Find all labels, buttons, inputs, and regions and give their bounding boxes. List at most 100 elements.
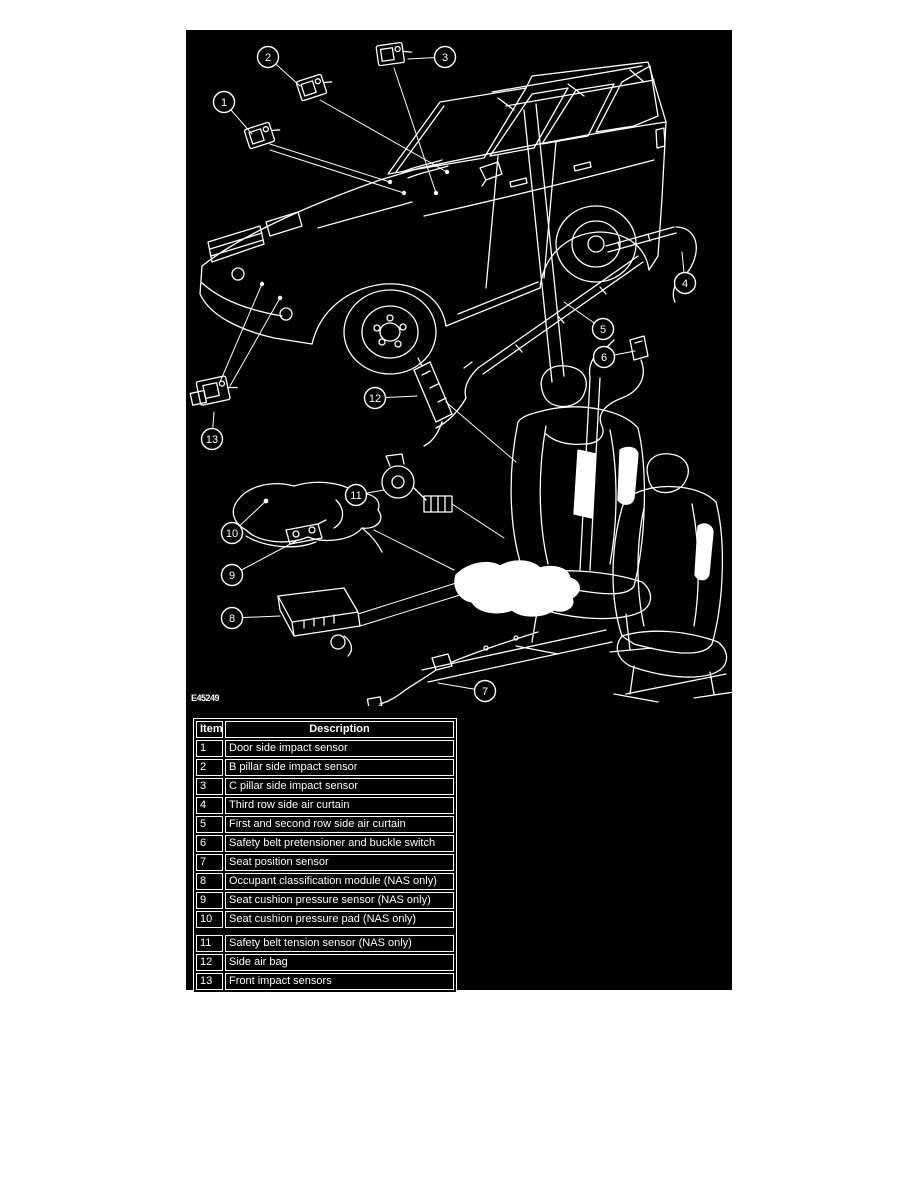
- callout-number: 2: [265, 52, 271, 64]
- callout-5: 5: [563, 301, 615, 341]
- vehicle-drawing: [199, 61, 667, 375]
- item-cell: 6: [196, 835, 223, 852]
- description-cell: Side air bag: [225, 954, 454, 971]
- callout-number: 1: [221, 97, 227, 109]
- item-cell: 4: [196, 797, 223, 814]
- description-cell: Front impact sensors: [225, 973, 454, 990]
- callout-6: 6: [592, 345, 636, 369]
- callout-11: 11: [344, 483, 385, 507]
- callout-balloon: [473, 679, 497, 703]
- c-pillar-side-impact-sensor-part: [375, 41, 412, 67]
- item-cell: 7: [196, 854, 223, 871]
- callout-4: 4: [673, 251, 697, 295]
- item-cell: 2: [196, 759, 223, 776]
- callout-9: 9: [220, 539, 299, 587]
- legend-header-row: Item Description: [196, 721, 454, 738]
- description-cell: Occupant classification module (NAS only…: [225, 873, 454, 890]
- description-cell: Safety belt tension sensor (NAS only): [225, 935, 454, 952]
- callout-balloon: [591, 317, 615, 341]
- item-cell: 5: [196, 816, 223, 833]
- callout-12: 12: [363, 386, 418, 410]
- callout-balloon: [256, 45, 280, 69]
- description-cell: Door side impact sensor: [225, 740, 454, 757]
- callout-number: 8: [229, 613, 235, 625]
- item-cell: 1: [196, 740, 223, 757]
- item-cell: 11: [196, 935, 223, 952]
- belt-tension-sensor-part: [381, 453, 453, 513]
- side-airbag-part: [413, 357, 453, 447]
- callout-3: 3: [407, 45, 457, 69]
- item-cell: 3: [196, 778, 223, 795]
- seat-cushion-pressure-pad-part: [232, 481, 383, 553]
- callout-number: 4: [682, 278, 688, 290]
- description-cell: Third row side air curtain: [225, 797, 454, 814]
- description-header-cell: Description: [225, 721, 454, 738]
- callout-number: 13: [206, 434, 218, 446]
- callout-balloon: [200, 427, 224, 451]
- description-cell: Seat cushion pressure sensor (NAS only): [225, 892, 454, 909]
- item-cell: 10: [196, 911, 223, 928]
- callout-number: 3: [442, 52, 448, 64]
- sensor-location-lines: [219, 67, 450, 387]
- b-pillar-side-impact-sensor-part: [295, 73, 333, 102]
- callout-number: 9: [229, 570, 235, 582]
- callout-number: 7: [482, 686, 488, 698]
- callout-leader-line: [231, 539, 299, 576]
- door-side-impact-sensor-part: [243, 121, 281, 150]
- description-cell: C pillar side impact sensor: [225, 778, 454, 795]
- front-impact-sensors-part: [189, 375, 238, 406]
- occupant-classification-module-part: [277, 587, 361, 657]
- description-cell: Seat position sensor: [225, 854, 454, 871]
- description-cell: Safety belt pretensioner and buckle swit…: [225, 835, 454, 852]
- seats-drawing: [357, 339, 732, 703]
- item-cell: 9: [196, 892, 223, 909]
- callout-13: 13: [200, 411, 224, 451]
- callout-balloon: [673, 271, 697, 295]
- first-second-row-air-curtain-part: [435, 103, 644, 429]
- item-cell: 13: [196, 973, 223, 990]
- item-cell: 8: [196, 873, 223, 890]
- figure-code: E45249: [191, 693, 220, 703]
- callout-balloon: [344, 483, 368, 507]
- callout-balloon: [220, 563, 244, 587]
- callout-balloon: [212, 90, 236, 114]
- callout-2: 2: [256, 45, 301, 87]
- item-header-cell: Item: [196, 721, 223, 738]
- seat-position-sensor-part: [366, 631, 539, 706]
- callout-number: 6: [601, 352, 607, 364]
- callout-number: 11: [350, 490, 361, 502]
- callout-number: 10: [226, 528, 238, 540]
- seat-cushion-pressure-sensor-part: [285, 519, 327, 545]
- callout-balloon: [363, 386, 387, 410]
- callout-balloon: [592, 345, 616, 369]
- description-cell: First and second row side air curtain: [225, 816, 454, 833]
- description-cell: B pillar side impact sensor: [225, 759, 454, 776]
- callout-number: 5: [600, 324, 606, 336]
- callout-10: 10: [220, 500, 267, 545]
- callout-number: 12: [369, 393, 381, 405]
- item-cell: 12: [196, 954, 223, 971]
- belt-pretensioner-buckle-part: [545, 335, 649, 446]
- callout-balloon: [220, 606, 244, 630]
- callout-7: 7: [437, 679, 497, 703]
- callout-8: 8: [220, 606, 281, 630]
